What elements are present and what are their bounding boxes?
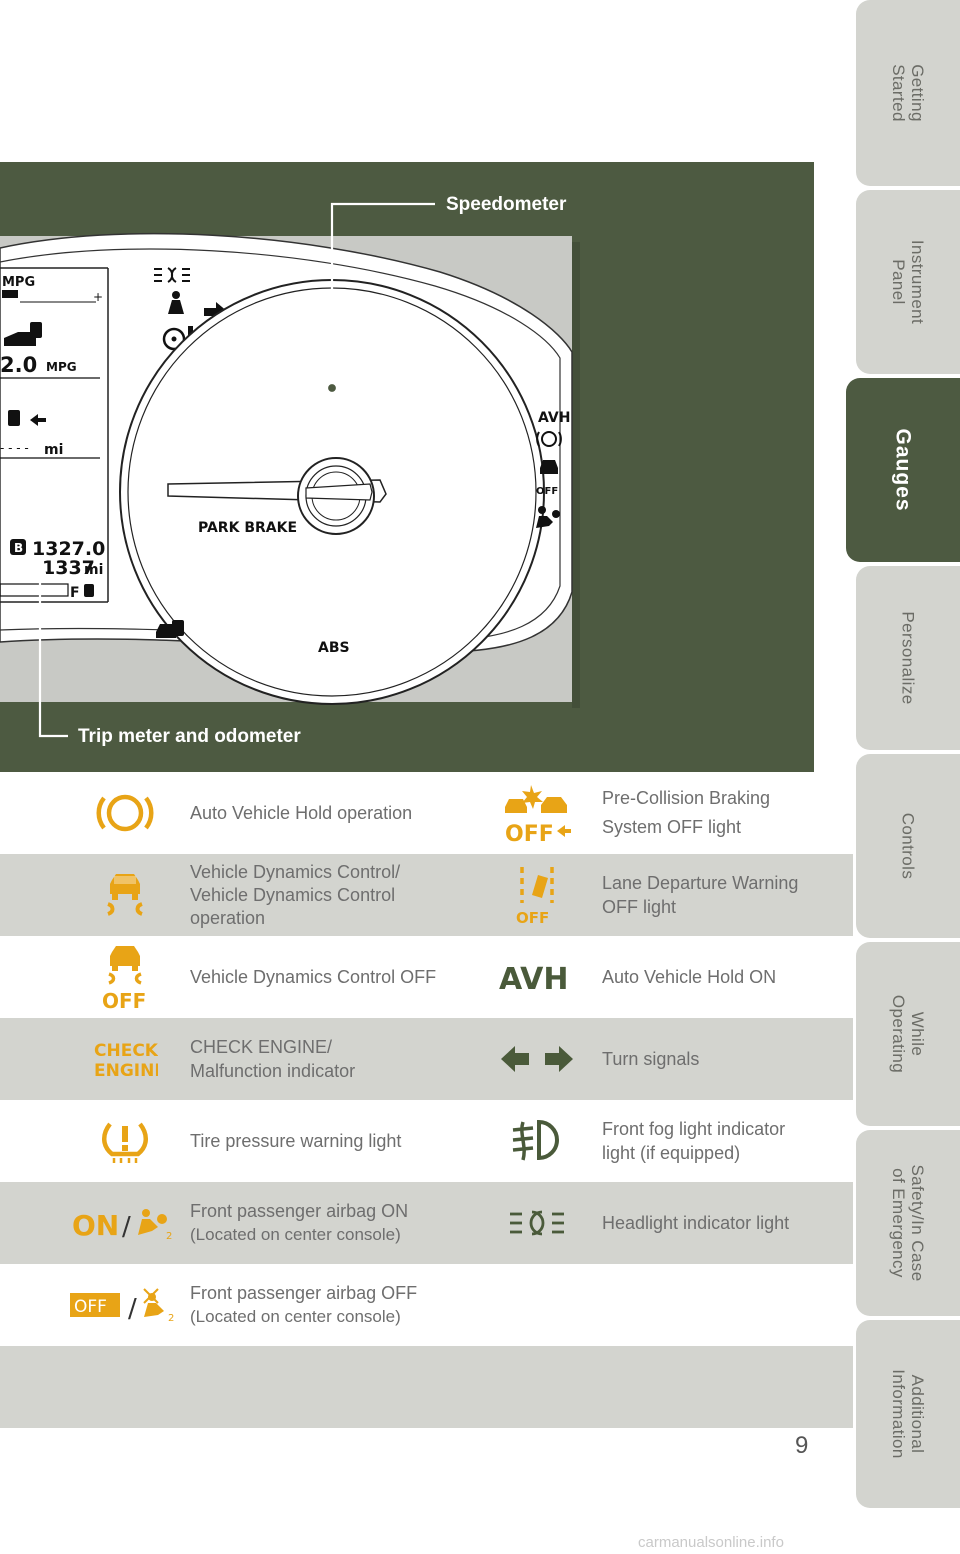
indicator-description: Auto Vehicle Hold operation bbox=[190, 803, 413, 823]
instrument-cluster-illustration: MPG + 2.0 MPG - - - - mi B 1327.0 1337 m… bbox=[0, 162, 814, 772]
svg-text:OFF: OFF bbox=[102, 989, 146, 1012]
table-row bbox=[0, 1346, 853, 1428]
svg-text:mi: mi bbox=[44, 442, 63, 458]
mpg-value: 2.0 bbox=[0, 353, 37, 377]
svg-text:AVH: AVH bbox=[499, 962, 569, 995]
indicator-legend-table: Auto Vehicle Hold operation OFF Pre-Coll… bbox=[0, 772, 853, 1428]
svg-text:ON: ON bbox=[72, 1209, 119, 1242]
indicator-description: Vehicle Dynamics Control OFF bbox=[190, 967, 437, 987]
table-row: ON / 2 Front passenger airbag ON(Located… bbox=[0, 1182, 853, 1264]
svg-text:OFF: OFF bbox=[505, 822, 554, 845]
indicator-description: Tire pressure warning light bbox=[190, 1131, 402, 1151]
svg-text:/: / bbox=[128, 1294, 137, 1324]
svg-text:2: 2 bbox=[166, 1231, 172, 1242]
tab-personalize[interactable]: Personalize bbox=[856, 566, 960, 750]
airbag-small-icon bbox=[536, 506, 560, 528]
svg-text:+: + bbox=[93, 290, 103, 304]
odometer-value: 1337 bbox=[42, 557, 95, 579]
vehicle-dynamics-control-icon bbox=[107, 874, 143, 916]
tab-gauges[interactable]: Gauges bbox=[846, 378, 960, 562]
headlight-indicator-icon bbox=[510, 1210, 564, 1236]
svg-text:mi: mi bbox=[84, 562, 103, 578]
seatbelt-icon bbox=[168, 291, 184, 314]
vehicle-hold-small-icon bbox=[536, 431, 562, 447]
cluster-drawing: MPG + 2.0 MPG - - - - mi B 1327.0 1337 m… bbox=[0, 202, 580, 738]
table-row: CHECK ENGINE CHECK ENGINE/Malfunction in… bbox=[0, 1018, 853, 1100]
svg-text:MPG: MPG bbox=[46, 360, 77, 374]
svg-text:OFF: OFF bbox=[74, 1297, 107, 1317]
abs-label: ABS bbox=[318, 640, 350, 656]
tripmeter-callout: Trip meter and odometer bbox=[78, 726, 301, 747]
auto-vehicle-hold-on-icon: AVH bbox=[499, 962, 569, 995]
tire-pressure-warning-icon bbox=[102, 1122, 148, 1163]
indicator-description: Turn signals bbox=[602, 1049, 700, 1069]
svg-text:2: 2 bbox=[168, 1313, 174, 1324]
tripmeter-callout-line bbox=[33, 567, 68, 738]
table-row: OFF / 2 Front passenger airbag OFF(Locat… bbox=[0, 1264, 853, 1346]
table-row: Vehicle Dynamics Control/Vehicle Dynamic… bbox=[0, 854, 853, 936]
svg-text:CHECK: CHECK bbox=[94, 1041, 158, 1061]
pre-collision-braking-off-icon: OFF bbox=[505, 785, 571, 845]
lane-departure-warning-off-icon: OFF bbox=[516, 867, 554, 927]
table-row: Tire pressure warning light Front fog li… bbox=[0, 1100, 853, 1182]
tab-safety-emergency[interactable]: Safety/In Case of Emergency bbox=[856, 1130, 960, 1316]
tab-controls[interactable]: Controls bbox=[856, 754, 960, 938]
speedometer-callout-line bbox=[325, 202, 435, 395]
trip-display: MPG + 2.0 MPG - - - - mi B 1327.0 1337 m… bbox=[0, 267, 109, 603]
watermark: carmanualsonline.info bbox=[638, 1534, 784, 1551]
vdc-off-small-icon: OFF bbox=[536, 460, 558, 497]
indicator-description: Vehicle Dynamics Control/Vehicle Dynamic… bbox=[190, 861, 401, 928]
mpg-header: MPG bbox=[2, 275, 35, 290]
indicator-description: Auto Vehicle Hold ON bbox=[602, 967, 777, 987]
svg-text:ENGINE: ENGINE bbox=[94, 1061, 158, 1081]
check-engine-icon: CHECK ENGINE bbox=[94, 1041, 158, 1081]
vehicle-dynamics-control-off-icon: OFF bbox=[102, 946, 146, 1012]
avh-label: AVH bbox=[538, 410, 570, 426]
table-row: Auto Vehicle Hold operation OFF Pre-Coll… bbox=[0, 772, 853, 854]
front-fog-light-icon bbox=[512, 1119, 559, 1161]
indicator-description: Front passenger airbag OFF(Located on ce… bbox=[190, 1283, 418, 1326]
headlight-icon bbox=[154, 267, 190, 283]
svg-text:OFF: OFF bbox=[516, 909, 549, 927]
turn-signals-icon bbox=[501, 1046, 573, 1072]
passenger-airbag-on-icon: ON / 2 bbox=[72, 1209, 172, 1242]
indicator-description: Headlight indicator light bbox=[602, 1213, 790, 1233]
passenger-airbag-off-icon: OFF / 2 bbox=[70, 1288, 174, 1324]
tab-while-operating[interactable]: While Operating bbox=[856, 942, 960, 1126]
tab-instrument-panel[interactable]: Instrument Panel bbox=[856, 190, 960, 374]
security-icon bbox=[156, 620, 184, 638]
table-row: OFF Vehicle Dynamics Control OFF AVH Aut… bbox=[0, 936, 853, 1018]
page-number: 9 bbox=[795, 1432, 809, 1459]
indicator-description: CHECK ENGINE/Malfunction indicator bbox=[190, 1037, 356, 1081]
trip-value: 1327.0 bbox=[32, 538, 105, 560]
speedometer-callout: Speedometer bbox=[446, 194, 567, 215]
park-brake-label: PARK BRAKE bbox=[198, 520, 297, 536]
svg-text:B: B bbox=[14, 541, 23, 555]
indicator-description: Front passenger airbag ON(Located on cen… bbox=[190, 1201, 409, 1244]
svg-text:/: / bbox=[122, 1212, 131, 1242]
svg-text:F: F bbox=[70, 585, 80, 601]
section-tabs: Getting Started Instrument Panel Gauges … bbox=[846, 0, 960, 1508]
svg-text:OFF: OFF bbox=[536, 486, 558, 497]
tab-additional-information[interactable]: Additional Information bbox=[856, 1320, 960, 1508]
svg-text:- - - -: - - - - bbox=[0, 441, 29, 455]
auto-vehicle-hold-operation-icon bbox=[96, 794, 154, 832]
tab-getting-started[interactable]: Getting Started bbox=[856, 0, 960, 186]
speedometer-gauge: PARK BRAKE ABS bbox=[119, 279, 545, 705]
